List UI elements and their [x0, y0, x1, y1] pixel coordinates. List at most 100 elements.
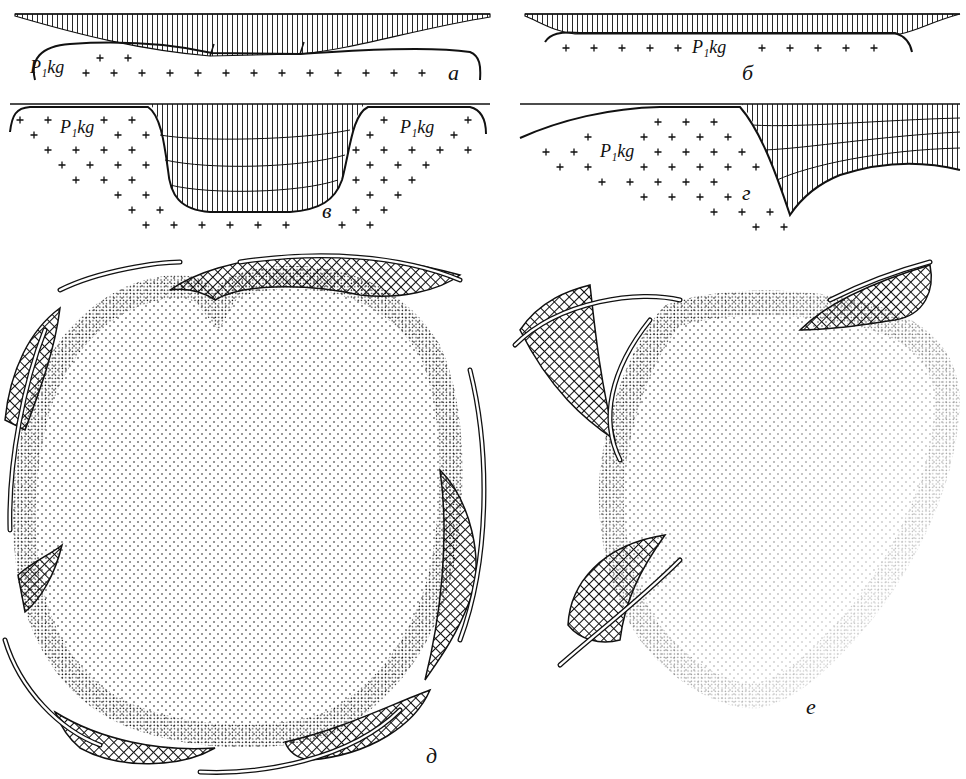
granite-plus	[307, 70, 314, 77]
granite-plus	[465, 147, 472, 154]
granite-plus	[125, 55, 132, 62]
granite-plus	[697, 164, 704, 171]
granite-plus	[167, 70, 174, 77]
formation-label: P₁kg	[30, 58, 64, 76]
granite-plus	[143, 222, 150, 229]
granite-plus	[697, 134, 704, 141]
granite-plus	[339, 222, 346, 229]
granite-plus	[753, 224, 760, 231]
granite-plus	[871, 45, 878, 52]
granite-plus	[423, 162, 430, 169]
granite-plus	[17, 117, 24, 124]
granite-plus	[711, 179, 718, 186]
granite-plus	[641, 134, 648, 141]
formation-label: P₁kg	[692, 38, 726, 56]
granite-plus	[335, 70, 342, 77]
granite-plus	[543, 149, 550, 156]
granite-plus	[283, 222, 290, 229]
granite-plus	[563, 45, 570, 52]
granite-plus	[641, 164, 648, 171]
granite-plus	[367, 132, 374, 139]
granite-plus	[725, 194, 732, 201]
granite-plus	[129, 117, 136, 124]
granite-plus	[115, 192, 122, 199]
granite-plus	[101, 147, 108, 154]
granite-plus	[279, 70, 286, 77]
granite-plus	[683, 149, 690, 156]
granite-plus	[683, 179, 690, 186]
granite-plus	[101, 177, 108, 184]
granite-plus	[227, 222, 234, 229]
granite-plus	[83, 70, 90, 77]
granite-plus	[585, 164, 592, 171]
granite-plus	[255, 222, 262, 229]
granite-plus	[353, 207, 360, 214]
granite-plus	[367, 222, 374, 229]
granite-plus	[815, 45, 822, 52]
granite-plus	[367, 192, 374, 199]
granite-plus	[45, 117, 52, 124]
granite-plus	[381, 207, 388, 214]
granite-plus	[585, 134, 592, 141]
granite-plus	[367, 162, 374, 169]
granite-plus	[669, 134, 676, 141]
granite-plus	[139, 70, 146, 77]
granite-plus	[711, 209, 718, 216]
granite-plus	[31, 132, 38, 139]
granite-plus	[157, 207, 164, 214]
granite-plus	[409, 177, 416, 184]
granite-plus	[223, 70, 230, 77]
granite-plus	[451, 132, 458, 139]
granite-plus	[395, 192, 402, 199]
granite-plus	[675, 45, 682, 52]
panel-letter: е	[806, 696, 816, 718]
granite-plus	[739, 149, 746, 156]
granite-plus	[73, 147, 80, 154]
granite-plus	[711, 119, 718, 126]
granite-plus	[697, 194, 704, 201]
granite-plus	[381, 147, 388, 154]
formation-label: P₁kg	[600, 142, 634, 160]
granite-plus	[353, 177, 360, 184]
granite-plus	[409, 147, 416, 154]
granite-plus	[115, 162, 122, 169]
granite-plus	[655, 119, 662, 126]
granite-plus	[395, 162, 402, 169]
granite-plus	[599, 179, 606, 186]
granite-plus	[753, 164, 760, 171]
granite-plus	[129, 147, 136, 154]
granite-plus	[363, 70, 370, 77]
granite-plus	[669, 194, 676, 201]
granite-plus	[171, 222, 178, 229]
granite-plus	[767, 209, 774, 216]
granite-plus	[419, 70, 426, 77]
granite-pattern	[17, 45, 878, 231]
granite-plus	[251, 70, 258, 77]
granite-plus	[143, 162, 150, 169]
formation-label: P₁kg	[60, 118, 94, 136]
granite-plus	[787, 45, 794, 52]
granite-plus	[381, 177, 388, 184]
granite-plus	[641, 194, 648, 201]
granite-plus	[725, 134, 732, 141]
granite-plus	[195, 70, 202, 77]
granite-plus	[465, 117, 472, 124]
granite-plus	[647, 45, 654, 52]
granite-plus	[571, 149, 578, 156]
panel-letter: б	[742, 62, 753, 84]
granite-plus	[683, 119, 690, 126]
granite-plus	[843, 45, 850, 52]
granite-plus	[627, 179, 634, 186]
granite-plus	[101, 117, 108, 124]
granite-plus	[199, 222, 206, 229]
granite-plus	[619, 45, 626, 52]
granite-plus	[111, 70, 118, 77]
granite-plus	[87, 162, 94, 169]
granite-plus	[381, 117, 388, 124]
granite-plus	[655, 179, 662, 186]
granite-plus	[669, 164, 676, 171]
granite-plus	[129, 177, 136, 184]
granite-plus	[781, 224, 788, 231]
